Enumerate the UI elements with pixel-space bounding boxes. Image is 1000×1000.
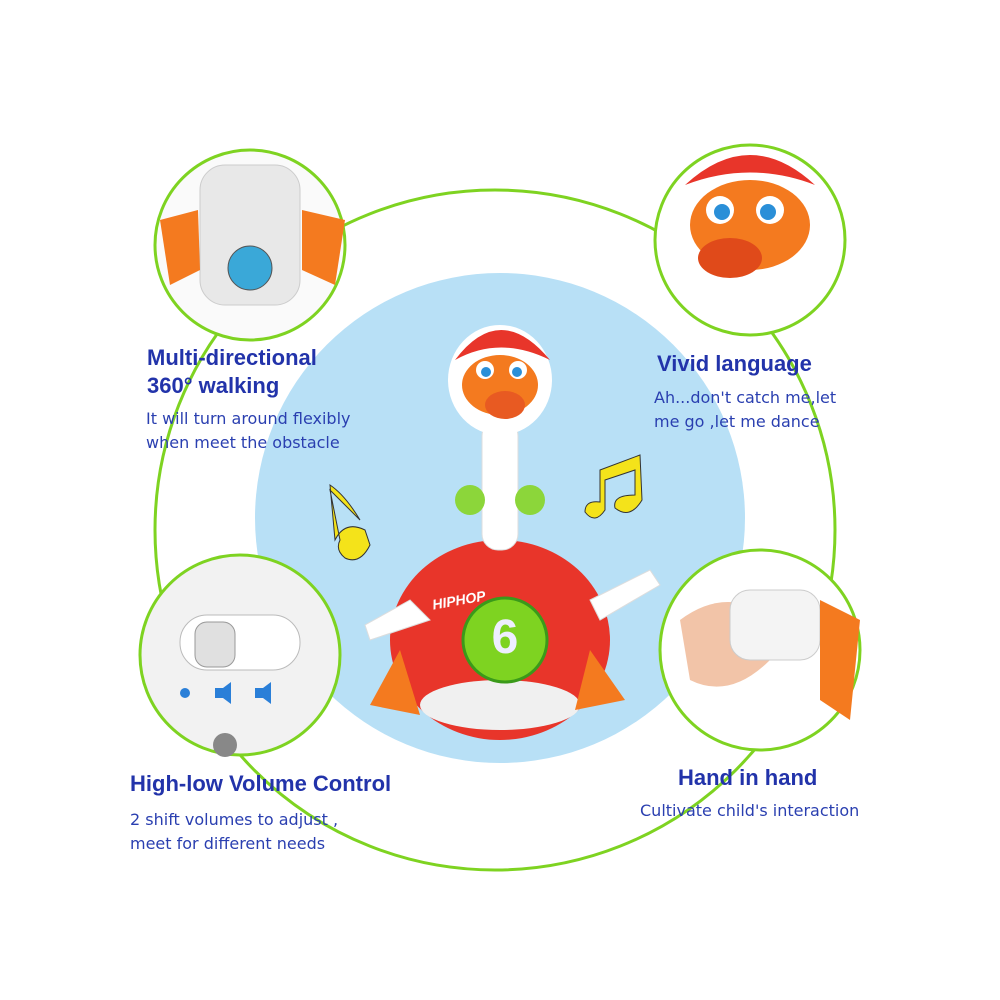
duck-toy [364, 325, 661, 740]
music-note-icon-right [584, 454, 643, 519]
feature-hand-title: Hand in hand [678, 765, 818, 790]
feature-walking-desc-1: It will turn around flexibly [146, 409, 351, 428]
inset-hand [658, 548, 862, 752]
feature-hand-desc: Cultivate child's interaction [640, 801, 860, 820]
feature-volume-title: High-low Volume Control [130, 771, 392, 796]
feature-language-title: Vivid language [657, 351, 812, 376]
chest-number: 6 [491, 611, 519, 664]
inset-volume-switch [138, 553, 342, 757]
feature-language-desc-1: Ah...don't catch me,let [654, 388, 837, 407]
feature-language-desc-2: me go ,let me dance [654, 412, 820, 431]
feature-volume-desc-1: 2 shift volumes to adjust , [130, 810, 339, 829]
feature-volume-desc-2: meet for different needs [130, 834, 326, 853]
feature-walking-title-1: Multi-directional [147, 345, 317, 370]
feature-walking-desc-2: when meet the obstacle [146, 433, 340, 452]
green-ring [153, 188, 837, 872]
music-note-icon-left [329, 484, 371, 561]
inset-bottom-view [153, 148, 347, 342]
feature-walking-title-2: 360° walking [147, 373, 280, 398]
inset-face [653, 143, 847, 337]
